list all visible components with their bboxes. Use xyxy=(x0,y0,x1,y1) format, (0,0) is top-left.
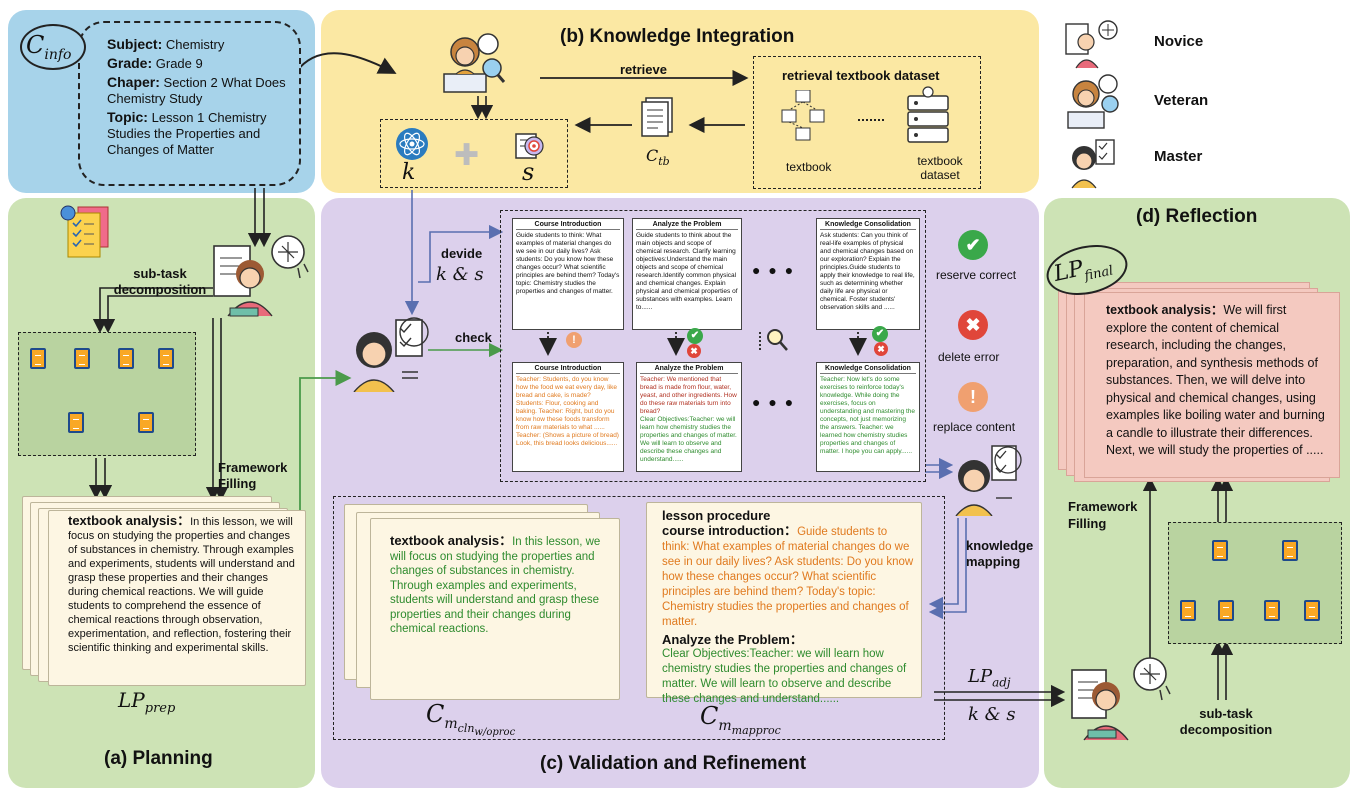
ks-bottom-label: k & s xyxy=(968,704,1016,725)
k-label: k xyxy=(402,160,416,185)
planning-title: (a) Planning xyxy=(104,748,213,769)
refined-content-box xyxy=(333,496,945,740)
cln-doc xyxy=(370,518,620,700)
checklist-icon xyxy=(58,203,116,261)
final-doc xyxy=(1084,292,1340,478)
delete-error-icon: ✖ xyxy=(958,310,988,340)
veteran-label: Veteran xyxy=(1154,92,1209,109)
final-text: textbook analysis：We will first explore … xyxy=(1106,303,1325,457)
veteran-avatar-icon xyxy=(440,30,510,94)
ctb-doc-icon xyxy=(638,96,682,140)
atom-icon xyxy=(394,126,430,162)
doc-icon xyxy=(158,348,174,369)
map-doc xyxy=(646,502,922,698)
doc-icon xyxy=(1180,600,1196,621)
knowledge-skills-box xyxy=(380,119,568,188)
target-icon xyxy=(512,128,546,162)
reflection-doc-group xyxy=(1168,522,1342,644)
lpadj-label: LPadj xyxy=(968,666,1011,690)
retrieval-dataset-box xyxy=(753,56,981,189)
novice-reflection-avatar-icon xyxy=(1066,652,1176,744)
cross-small-icon: ✖ xyxy=(687,344,701,358)
info-bubble xyxy=(78,21,301,186)
replace-content-label: replace content xyxy=(933,420,1016,434)
novice-legend-icon xyxy=(1064,18,1124,70)
info-label-bubble xyxy=(20,24,86,70)
check-small-icon: ✔ xyxy=(687,328,703,344)
master-legend-icon xyxy=(1066,134,1122,190)
doc-icon xyxy=(74,348,90,369)
doc-icon xyxy=(1218,600,1234,621)
textbook-label: textbook xyxy=(786,160,832,174)
textbook-dataset-label: textbook dataset xyxy=(917,154,963,182)
reserve-correct-icon: ✔ xyxy=(958,230,988,260)
framework-filling-label: Framework Filling xyxy=(218,460,288,491)
reflection-framework-label: Framework Filling xyxy=(1068,499,1138,531)
reserve-correct-label: reserve correct xyxy=(936,268,1017,282)
lpprep-text: textbook analysis：In this lesson, we wil… xyxy=(68,513,295,655)
master-check-avatar-icon xyxy=(346,314,434,393)
bottom-card-analyze-the-problem: Analyze the Problem Teacher: We mentione… xyxy=(636,362,742,472)
veteran-legend-icon xyxy=(1064,74,1128,130)
replace-content-icon: ! xyxy=(958,382,988,412)
delete-error-label: delete error xyxy=(938,350,1000,364)
doc-icon xyxy=(1282,540,1298,561)
s-label: s xyxy=(522,158,535,186)
devide-label: devide xyxy=(441,246,483,261)
novice-label: Novice xyxy=(1154,33,1204,50)
lesson-cards-box xyxy=(500,210,926,482)
doc-icon xyxy=(138,412,154,433)
textbook-dataset-icon xyxy=(900,86,956,150)
dataset-title: retrieval textbook dataset xyxy=(782,68,940,83)
lpprep-label: LPprep xyxy=(118,688,176,716)
master-label: Master xyxy=(1154,148,1203,165)
doc-icon xyxy=(30,348,46,369)
retrieve-label: retrieve xyxy=(620,62,667,77)
validation-title: (c) Validation and Refinement xyxy=(540,753,807,774)
reflection-subtask-label: sub-task decomposition xyxy=(1179,706,1273,737)
doc-icon xyxy=(68,412,84,433)
ellipsis-dots: ● ● ● xyxy=(752,262,796,278)
cm-cln-label: Cmclnw/oproc xyxy=(426,700,516,738)
knowledge-title: (b) Knowledge Integration xyxy=(560,26,795,47)
master-mapping-avatar-icon xyxy=(950,442,1026,517)
cm-map-label: Cmmapproc xyxy=(700,702,781,737)
doc-icon xyxy=(1304,600,1320,621)
doc-icon xyxy=(118,348,134,369)
doc-icon xyxy=(1264,600,1280,621)
lpprep-doc xyxy=(48,510,306,686)
map-text: lesson procedure course introduction：Gui… xyxy=(662,508,914,705)
cross-small-icon-2: ✖ xyxy=(874,342,888,356)
check-label: check xyxy=(455,330,492,345)
check-small-icon-2: ✔ xyxy=(872,326,888,342)
doc-icon xyxy=(1212,540,1228,561)
cln-text: textbook analysis：In this lesson, we wil… xyxy=(390,533,601,635)
reflection-title: (d) Reflection xyxy=(1136,206,1258,227)
info-label: Cinfo xyxy=(26,31,72,63)
novice-planning-avatar-icon xyxy=(210,228,312,320)
ctb-label: Ctb xyxy=(646,146,670,169)
textbook-icon xyxy=(780,89,844,144)
ellipsis-dots-2: ● ● ● xyxy=(752,394,796,410)
warning-small-icon: ! xyxy=(566,332,582,348)
devide-ks-label: k & s xyxy=(436,264,484,285)
subtask-label: sub-task decomposition xyxy=(113,266,207,297)
knowledge-mapping-label: knowledge mapping xyxy=(966,538,1034,569)
info-text: Subject: Chemistry Grade: Grade 9 Chaper… xyxy=(107,36,286,157)
plus-icon: ✚ xyxy=(454,139,480,172)
